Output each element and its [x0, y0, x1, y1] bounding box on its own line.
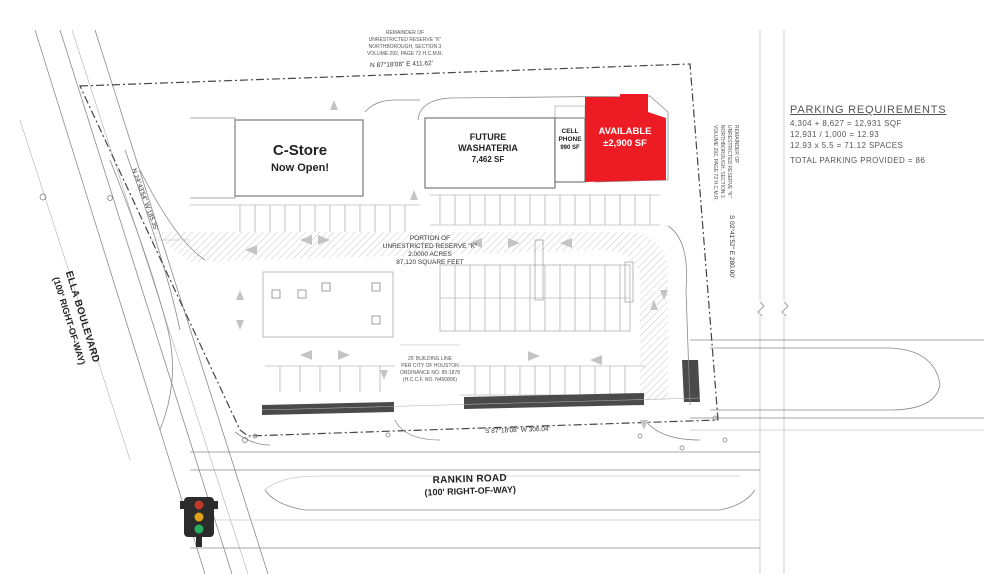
parking-requirements-panel: PARKING REQUIREMENTS 4,304 + 8,627 = 12,… — [790, 104, 970, 165]
parking-total: TOTAL PARKING PROVIDED = 86 — [790, 156, 926, 165]
svg-text:PORTION OF: PORTION OF — [410, 235, 450, 242]
parking-line: 12,931 / 1,000 = 12.93 — [790, 130, 880, 139]
svg-text:990 SF: 990 SF — [560, 145, 580, 151]
site-boundary — [79, 63, 719, 437]
parking-stalls-top — [190, 194, 660, 232]
svg-text:UNRESTRICTED RESERVE "K": UNRESTRICTED RESERVE "K" — [369, 37, 442, 43]
rankin-road — [190, 451, 760, 549]
landscape-strips — [261, 360, 701, 415]
cell-phone-unit[interactable]: CELL PHONE 990 SF — [558, 128, 582, 151]
right-bearing: S 02°41'52" E 280.00' — [728, 215, 736, 278]
bottom-bearing: S 87°18'08" W 306.04' — [485, 425, 550, 435]
parking-line: 12.93 x 5.5 = 71.12 SPACES — [790, 141, 904, 150]
cstore-building[interactable]: C-Store Now Open! — [271, 142, 329, 174]
cstore-status: Now Open! — [271, 162, 329, 174]
svg-text:±2,900 SF: ±2,900 SF — [603, 138, 647, 149]
parking-stalls-center — [262, 239, 634, 338]
svg-text:PHONE: PHONE — [558, 136, 582, 143]
svg-text:PER CITY OF HOUSTON: PER CITY OF HOUSTON — [401, 363, 459, 369]
svg-text:(H.C.C.F. NO. N450896): (H.C.C.F. NO. N450896) — [403, 377, 458, 383]
svg-text:(100' RIGHT-OF-WAY): (100' RIGHT-OF-WAY) — [424, 484, 516, 497]
available-unit[interactable] — [585, 94, 666, 182]
drive-aisle-hatch — [150, 232, 668, 400]
svg-text:UNRESTRICTED RESERVE "K": UNRESTRICTED RESERVE "K" — [726, 125, 732, 198]
svg-text:REMAINDER OF: REMAINDER OF — [386, 30, 424, 36]
svg-text:7,462 SF: 7,462 SF — [472, 155, 505, 164]
parking-title: PARKING REQUIREMENTS — [790, 104, 947, 116]
rankin-road-label: RANKIN ROAD (100' RIGHT-OF-WAY) — [424, 473, 516, 498]
utility-markers — [39, 193, 728, 451]
curb-lines — [139, 169, 701, 446]
right-reserve-label: REMAINDER OF UNRESTRICTED RESERVE "K" NO… — [712, 125, 739, 201]
svg-text:NORTHBOROUGH, SECTION 3: NORTHBOROUGH, SECTION 3 — [719, 125, 725, 198]
svg-text:UNRESTRICTED RESERVE "K": UNRESTRICTED RESERVE "K" — [383, 243, 478, 250]
svg-text:VOLUME 292, PAGE 72 H.C.M.R.: VOLUME 292, PAGE 72 H.C.M.R. — [367, 51, 443, 57]
svg-text:ORDINANCE NO. 85-1878: ORDINANCE NO. 85-1878 — [400, 370, 460, 376]
svg-text:25' BUILDING LINE: 25' BUILDING LINE — [408, 356, 453, 362]
svg-text:AVAILABLE: AVAILABLE — [599, 126, 652, 137]
adjacent-road-right — [690, 30, 984, 574]
svg-text:FUTURE: FUTURE — [470, 132, 507, 142]
washateria-building[interactable]: FUTURE WASHATERIA 7,462 SF — [458, 132, 518, 164]
svg-text:REMAINDER OF: REMAINDER OF — [733, 125, 739, 163]
building-line-label: 25' BUILDING LINE PER CITY OF HOUSTON OR… — [400, 356, 460, 383]
available-unit-label: AVAILABLE ±2,900 SF — [599, 126, 652, 149]
svg-text:RANKIN ROAD: RANKIN ROAD — [432, 473, 507, 487]
ella-boulevard-road — [19, 29, 269, 574]
ella-boulevard-label: ELLA BOULEVARD (100' RIGHT-OF-WAY) — [51, 270, 101, 366]
svg-text:VOLUME 292, PAGE 72 H.C.M.R.: VOLUME 292, PAGE 72 H.C.M.R. — [712, 125, 718, 201]
traffic-arrows — [236, 100, 668, 430]
cstore-name: C-Store — [273, 142, 327, 159]
svg-text:CELL: CELL — [562, 128, 579, 135]
center-reserve-label: PORTION OF UNRESTRICTED RESERVE "K" 2.00… — [383, 235, 478, 266]
top-reserve-label: REMAINDER OF UNRESTRICTED RESERVE "K" NO… — [367, 30, 443, 57]
building-row — [190, 95, 669, 199]
top-bearing: N 87°18'08" E 411.62' — [370, 59, 433, 69]
svg-text:NORTHBOROUGH, SECTION 3: NORTHBOROUGH, SECTION 3 — [369, 44, 442, 50]
svg-text:87,120 SQUARE FEET: 87,120 SQUARE FEET — [396, 259, 464, 266]
parking-line: 4,304 + 8,627 = 12,931 SQF — [790, 119, 902, 128]
svg-text:WASHATERIA: WASHATERIA — [458, 143, 518, 153]
traffic-light-icon — [180, 497, 218, 547]
svg-text:2.0000 ACRES: 2.0000 ACRES — [408, 251, 452, 258]
